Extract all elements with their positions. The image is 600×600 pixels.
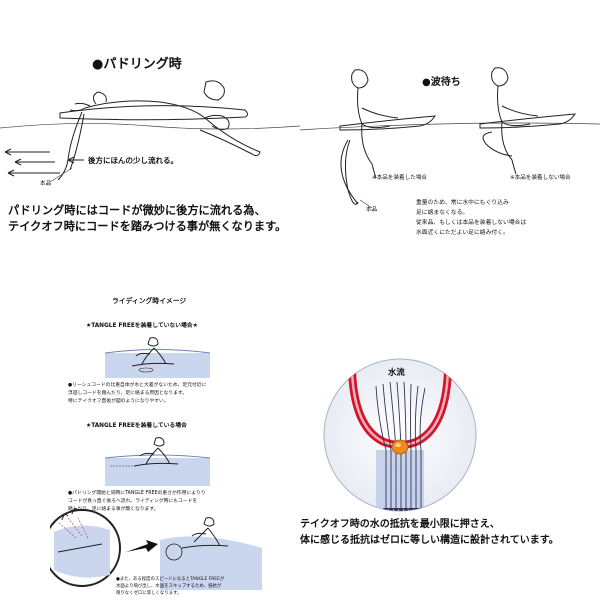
riding-illustration [50, 337, 262, 590]
water-flow-illustration [323, 358, 477, 512]
water-flow-label: 水流 [388, 367, 405, 377]
with-product-label: ※本品を装着した場合 [372, 175, 428, 181]
backward-flow-note: 後方にほんの少し流れる。 [88, 156, 178, 165]
waiting-title: ●波待ち [422, 77, 461, 88]
riding-image-panel: ライディング時イメージ ★TANGLE FREEを装着していない場合★ ●リーシ… [50, 290, 265, 600]
without-product-label: ※本品を装着しない場合 [510, 175, 571, 181]
case-with-heading: ★TANGLE FREEを装着している場合 [86, 423, 187, 429]
riding-title: ライディング時イメージ [112, 297, 187, 305]
with-note: ●パドリング開始と同時にTANGLE FREEの重さが作用によりり コードが真っ… [68, 491, 206, 512]
waiting-illustration [300, 67, 600, 209]
waiting-notes: 重量のため、常に水中にもぐり込み 足に絡まなくなる。 従来品、もしくは本品を装着… [416, 200, 527, 236]
paddling-title: ●パドリング時 [92, 57, 182, 72]
water-flow-caption: テイクオフ時の水の抵抗を最小限に押さえ、 体に感じる抵抗はゼロに等しい構造に設計… [300, 519, 559, 546]
wave-waiting-panel: ●波待ち ※本品を装着した場合 ※本品を装着しない場合 本品 重量のため、常に水… [300, 60, 600, 250]
paddling-caption: パドリング時にはコードが微妙に後方に流れる為、 テイクオフ時にコードを踏みつける… [8, 204, 287, 233]
product-label: 本品 [40, 181, 52, 187]
without-note: ●リーシュコードの比重自体が水と大差がないため、足元付近に 浮遊しコードを踏んだ… [68, 383, 207, 404]
paddling-illustration [0, 80, 300, 183]
paddling-panel: ●パドリング時 後方にほんの少し流れる。 本品 パドリング時にはコードが微妙に後… [0, 40, 300, 250]
case-without-heading: ★TANGLE FREEを装着していない場合★ [86, 323, 198, 329]
speed-note: ●また、ある程度のスピードになるとTANGLE FREEが 水面より飛び出し、水… [116, 577, 225, 596]
water-flow-panel: 水流 テイクオフ時の水の抵抗を最小限に押さえ、 体に感じる抵抗はゼロに等しい構造… [290, 350, 600, 600]
waiting-product-label: 本品 [366, 207, 378, 213]
